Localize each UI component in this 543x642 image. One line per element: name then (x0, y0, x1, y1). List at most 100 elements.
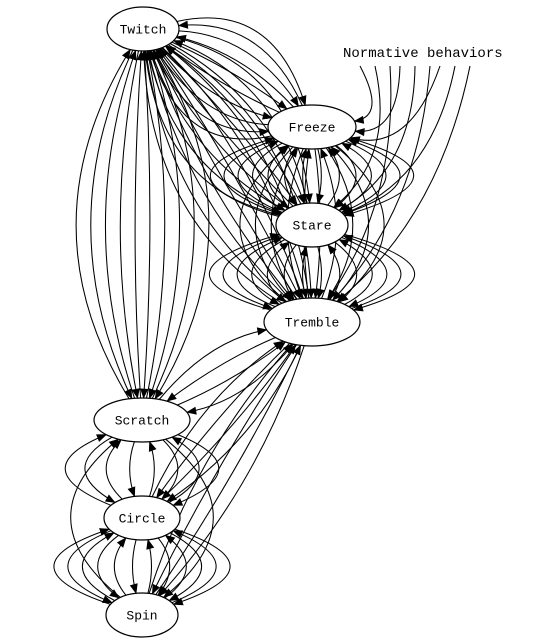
arrow-tremble-scratch (186, 406, 197, 415)
arrow-circle-spin (172, 597, 184, 606)
arrow-tremble-stare (338, 239, 350, 248)
edge-freeze-tremble (254, 146, 294, 301)
edge-scratch-circle (172, 434, 220, 506)
arrow-spin-circle (172, 530, 184, 539)
arrow-title-tremble (331, 290, 342, 301)
edge-freeze-stare (327, 147, 340, 206)
edge-twitch-stare (144, 50, 279, 218)
arrow-spin-circle (146, 538, 155, 550)
arrow-scratch-circle (104, 494, 116, 503)
arrow-title-stare (342, 206, 354, 215)
edge-twitch-freeze (165, 45, 280, 113)
edge-scratch-circle (168, 436, 200, 503)
arrow-spin-tremble (282, 343, 293, 354)
edge-circle-spin (168, 532, 202, 602)
arrow-tremble-scratch (166, 392, 177, 402)
edge-twitch-freeze (160, 47, 273, 119)
arrow-scratch-twitch (136, 50, 145, 61)
arrow-scratch-twitch (152, 49, 161, 61)
node-spin-shape (105, 592, 179, 638)
arrow-scratch-twitch (128, 49, 137, 61)
edge-tremble-scratch (176, 341, 286, 406)
arrow-tremble-freeze (279, 145, 290, 155)
edge-circle-spin (53, 528, 111, 605)
arrow-title-freeze (353, 115, 365, 124)
arrow-tremble-stare (279, 241, 290, 251)
edge-title-tremble (336, 65, 471, 302)
arrow-freeze-twitch (177, 20, 189, 29)
edge-twitch-tremble (155, 49, 301, 299)
edge-freeze-tremble (325, 147, 354, 300)
node-scratch-label: Scratch (115, 413, 170, 428)
edge-title-stare (342, 65, 456, 215)
arrow-freeze-stare (287, 195, 297, 206)
edge-twitch-tremble (143, 50, 283, 304)
arrow-scratch-circle (127, 486, 136, 498)
edge-tremble-circle (161, 344, 297, 500)
edge-freeze-stare (344, 137, 415, 217)
edge-tremble-spin (159, 345, 305, 597)
arrow-scratch-spin (162, 588, 174, 598)
arrow-scratch-tremble (256, 327, 268, 336)
arrow-title-freeze (349, 136, 361, 145)
edge-title-tremble (327, 65, 392, 300)
edge-twitch-stare (176, 36, 311, 204)
arrow-twitch-tremble (306, 288, 315, 299)
edge-scratch-circle (161, 439, 179, 500)
arrow-tremble-freeze (330, 146, 341, 157)
arrow-freeze-stare (274, 202, 286, 211)
edge-twitch-tremble (147, 50, 291, 302)
edge-twitch-scratch (90, 49, 134, 399)
node-circle: Circle (103, 495, 181, 541)
edge-twitch-scratch (119, 50, 140, 399)
node-twitch: Twitch (106, 6, 180, 52)
node-scratch-shape (93, 397, 191, 443)
arrow-twitch-stare (297, 193, 306, 205)
edge-twitch-scratch (143, 50, 151, 399)
edge-circle-spin (97, 534, 120, 599)
arrow-tremble-stare (342, 234, 354, 243)
edge-twitch-scratch (75, 49, 131, 400)
arrow-scratch-twitch (121, 48, 131, 60)
node-freeze: Freeze (267, 104, 357, 150)
edge-twitch-freeze (176, 17, 306, 106)
node-stare: Stare (275, 202, 349, 248)
edge-twitch-freeze (176, 36, 294, 108)
node-circle-label: Circle (119, 511, 166, 526)
edge-tremble-spin (155, 345, 302, 595)
edge-stare-tremble (208, 233, 280, 311)
arrow-circle-scratch (171, 436, 183, 446)
edge-tremble-scratch (166, 337, 276, 402)
arrow-circle-spin (129, 583, 138, 595)
node-scratch: Scratch (93, 397, 191, 443)
arrow-title-stare (338, 202, 349, 211)
edge-freeze-tremble (334, 145, 385, 303)
arrow-tremble-stare (269, 233, 281, 241)
edge-twitch-scratch (149, 50, 181, 399)
arrow-twitch-freeze (277, 100, 288, 110)
arrow-tremble-freeze (303, 148, 312, 159)
node-twitch-label: Twitch (120, 22, 167, 37)
edge-twitch-stare (161, 47, 298, 206)
arrow-scratch-circle (161, 489, 172, 500)
arrow-twitch-freeze (262, 111, 273, 120)
arrow-twitch-scratch (124, 388, 133, 400)
edge-title-stare (338, 65, 416, 211)
edge-circle-spin (113, 537, 127, 596)
arrow-title-tremble (336, 292, 347, 303)
node-tremble: Tremble (263, 297, 361, 347)
edge-scratch-circle (84, 436, 116, 503)
edge-twitch-tremble (150, 50, 294, 301)
arrow-spin-tremble (292, 344, 301, 356)
edge-circle-spin (82, 532, 116, 602)
edge-circle-spin (173, 528, 231, 605)
arrow-spin-circle (103, 532, 115, 541)
arrow-tremble-spin (151, 583, 161, 595)
arrow-circle-scratch (96, 434, 107, 442)
edge-circle-spin (171, 530, 217, 604)
edge-circle-spin (164, 534, 187, 599)
arrow-tremble-circle (156, 487, 166, 499)
edge-title-freeze (354, 65, 373, 122)
node-spin: Spin (105, 592, 179, 638)
